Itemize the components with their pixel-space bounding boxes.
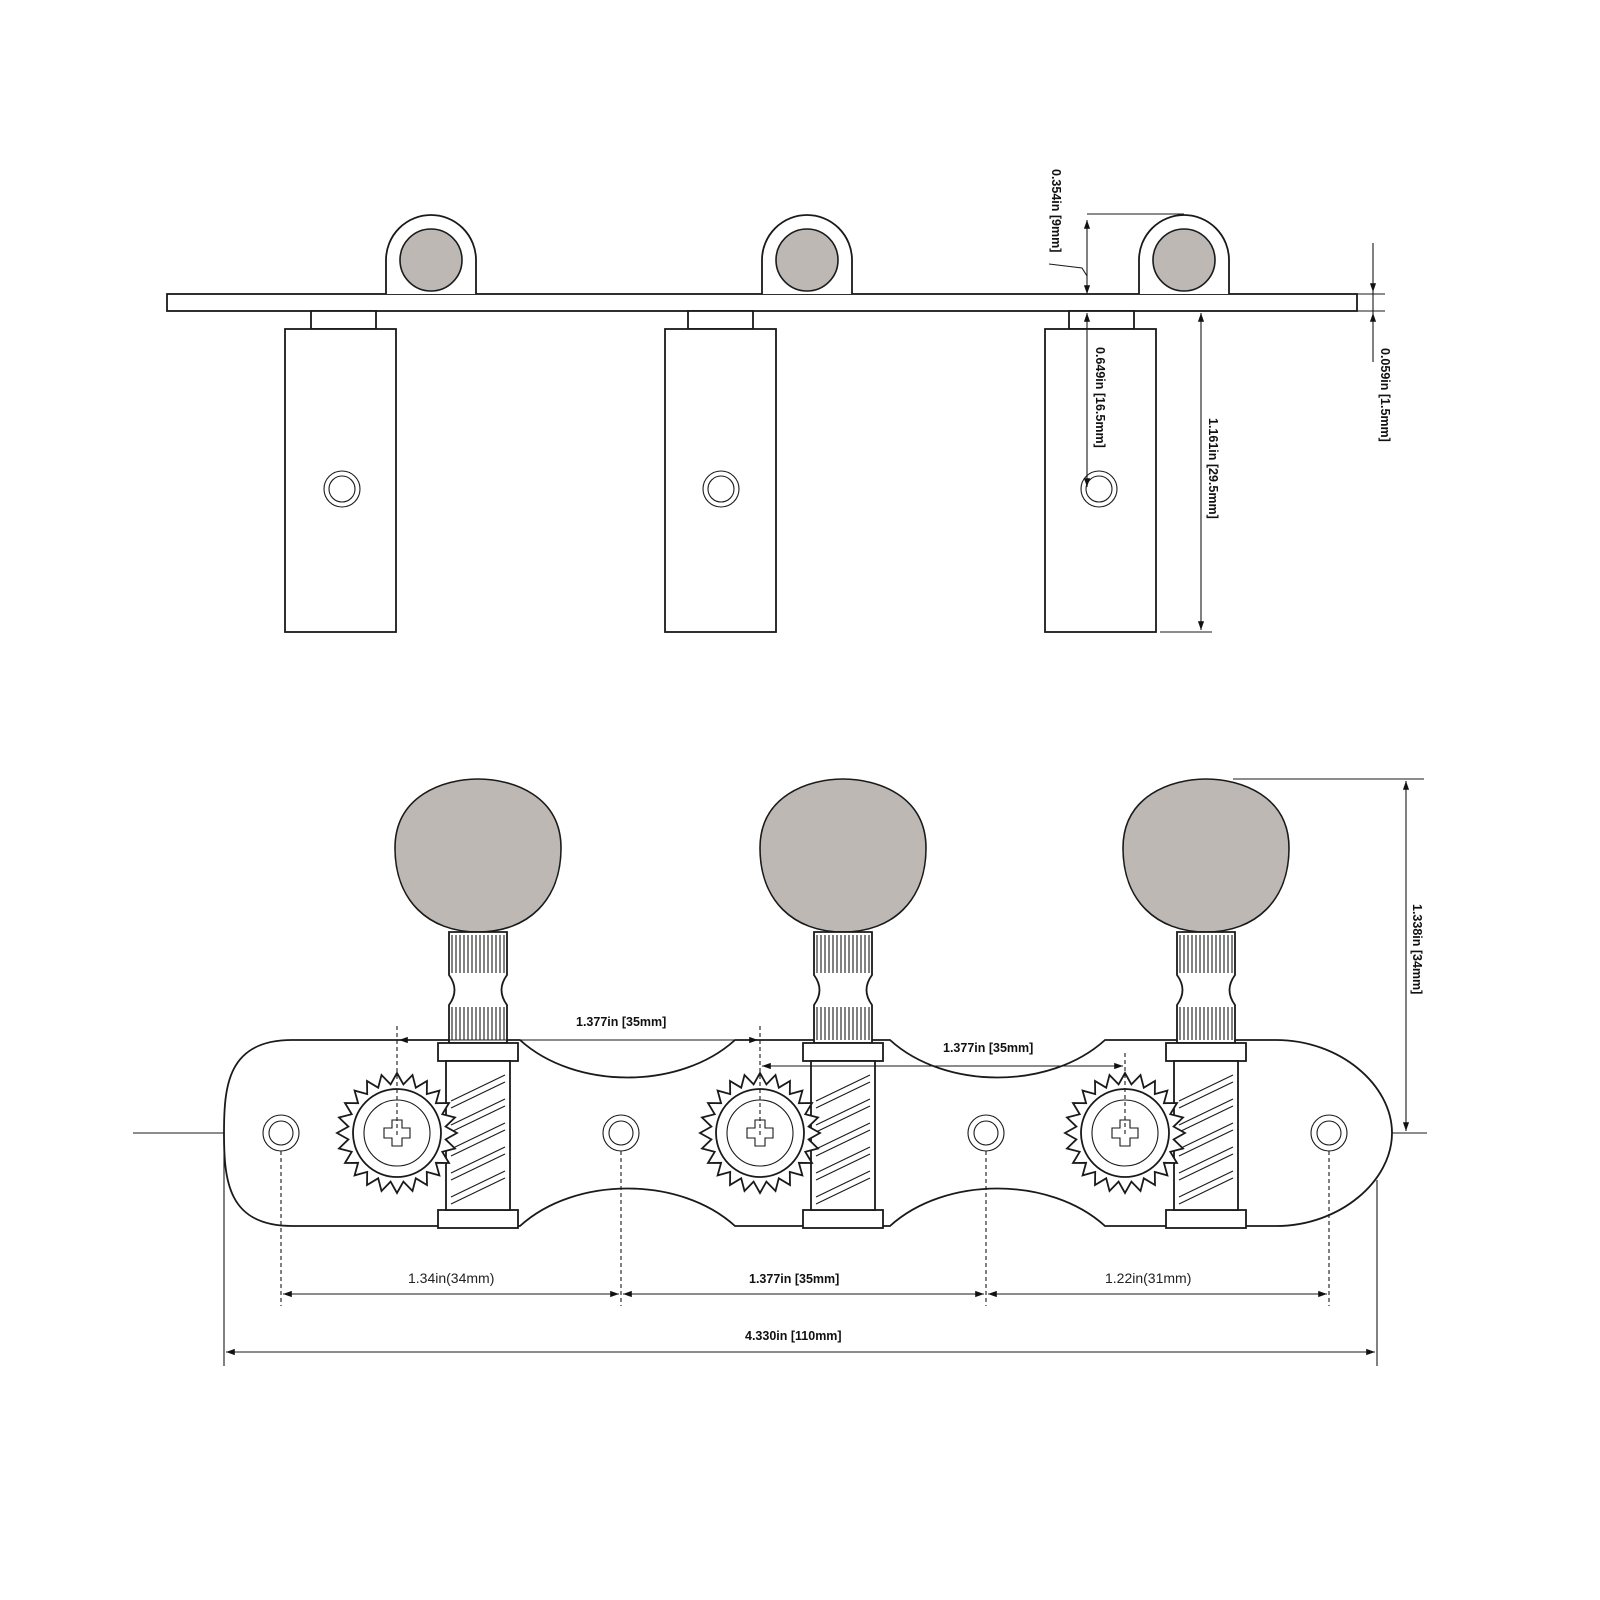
tuner-unit-3 (1063, 778, 1290, 1229)
side-post-2 (761, 214, 853, 294)
dim-post-length: 1.161in [29.5mm] (1160, 313, 1220, 633)
side-roller-3 (1044, 310, 1157, 633)
dim-roller-spacing-1: 1.377in [35mm] (396, 1015, 761, 1135)
side-view: 0.354in [9mm] 0.059in [1.5mm] 0.649in [1… (166, 169, 1392, 633)
tuner-knob-2 (759, 778, 927, 933)
front-view: 1.338in [34mm] 1.377in [35mm] 1.377in [3… (133, 778, 1427, 1366)
side-plate (166, 293, 1358, 312)
phillips-screw-icon (746, 1119, 774, 1147)
dim-plate-thickness: 0.059in [1.5mm] (1357, 243, 1392, 442)
dim-roller-spacing-2: 1.377in [35mm] (762, 1041, 1126, 1135)
side-roller-1 (284, 310, 397, 633)
dim-hole-depth: 0.649in [16.5mm] (1083, 313, 1107, 487)
dim-plate-thickness-label: 0.059in [1.5mm] (1378, 348, 1392, 442)
dim-post-height-label: 0.354in [9mm] (1049, 169, 1063, 252)
tuner-worm-3 (1173, 1060, 1239, 1211)
dim-overall-length: 4.330in [110mm] (226, 1329, 1375, 1356)
dim-hole-spacing-left-label: 1.34in(34mm) (408, 1270, 494, 1286)
tuner-shaft-1 (448, 931, 508, 1044)
tuner-units (335, 778, 1290, 1229)
tuner-worm-2 (810, 1060, 876, 1211)
dim-hole-spacing-left: 1.34in(34mm) (283, 1270, 619, 1298)
side-roller-2 (664, 310, 777, 633)
tuner-knob-3 (1122, 778, 1290, 933)
tuner-knob-1 (394, 778, 562, 933)
tuner-shaft-3 (1176, 931, 1236, 1044)
dim-knob-height: 1.338in [34mm] (1233, 778, 1424, 1134)
dim-hole-spacing-mid-label: 1.377in [35mm] (749, 1272, 839, 1286)
dim-post-length-label: 1.161in [29.5mm] (1206, 418, 1220, 519)
dim-hole-spacing-right-label: 1.22in(31mm) (1105, 1270, 1191, 1286)
dim-knob-height-label: 1.338in [34mm] (1410, 904, 1424, 994)
dim-roller-spacing-1-label: 1.377in [35mm] (576, 1015, 666, 1029)
dim-hole-depth-label: 0.649in [16.5mm] (1093, 347, 1107, 448)
dim-overall-length-label: 4.330in [110mm] (745, 1329, 842, 1343)
tuner-worm-1 (445, 1060, 511, 1211)
side-post-1 (385, 214, 477, 294)
phillips-screw-icon (383, 1119, 411, 1147)
dim-post-height: 0.354in [9mm] (1048, 169, 1184, 294)
dim-hole-spacing-mid: 1.377in [35mm] (623, 1272, 984, 1298)
phillips-screw-icon (1111, 1119, 1139, 1147)
tuner-shaft-2 (813, 931, 873, 1044)
dim-hole-spacing-right: 1.22in(31mm) (988, 1270, 1327, 1298)
dim-roller-spacing-2-label: 1.377in [35mm] (943, 1041, 1033, 1055)
tuner-unit-2 (698, 778, 927, 1229)
side-post-3 (1138, 214, 1230, 294)
